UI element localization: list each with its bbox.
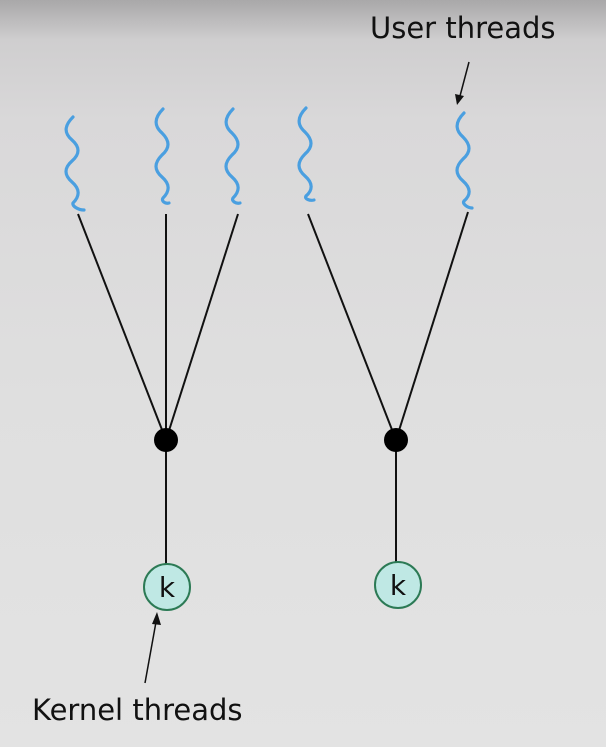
connector-line <box>307 213 397 441</box>
connector-line <box>165 213 239 441</box>
user-thread-wave <box>297 106 316 202</box>
kernel-thread-circle <box>374 561 422 609</box>
connector-line <box>395 211 469 441</box>
kernel-thread-1: k <box>143 563 191 611</box>
kernel-thread-letter: k <box>390 569 407 602</box>
junction-node <box>154 428 178 452</box>
arrow-head <box>152 612 161 625</box>
junction-node <box>384 428 408 452</box>
user-threads <box>64 106 474 212</box>
group-1-connectors <box>77 213 239 566</box>
user-thread-wave <box>64 115 86 212</box>
user-thread-wave <box>154 107 171 205</box>
connector-line <box>77 213 167 441</box>
kernel-threads-label: Kernel threads <box>32 693 243 727</box>
user-threads-arrow <box>455 61 470 105</box>
kernel-thread-letter: k <box>159 571 176 604</box>
arrow-head <box>455 94 464 105</box>
user-thread-wave <box>455 111 474 210</box>
kernel-threads-arrow <box>144 612 161 684</box>
arrow-shaft <box>459 61 470 97</box>
group-2-connectors <box>307 211 469 566</box>
arrow-shaft <box>144 621 157 684</box>
user-thread-wave <box>224 107 242 205</box>
kernel-thread-2: k <box>374 561 422 609</box>
kernel-thread-circle <box>143 563 191 611</box>
user-threads-label: User threads <box>370 11 556 45</box>
